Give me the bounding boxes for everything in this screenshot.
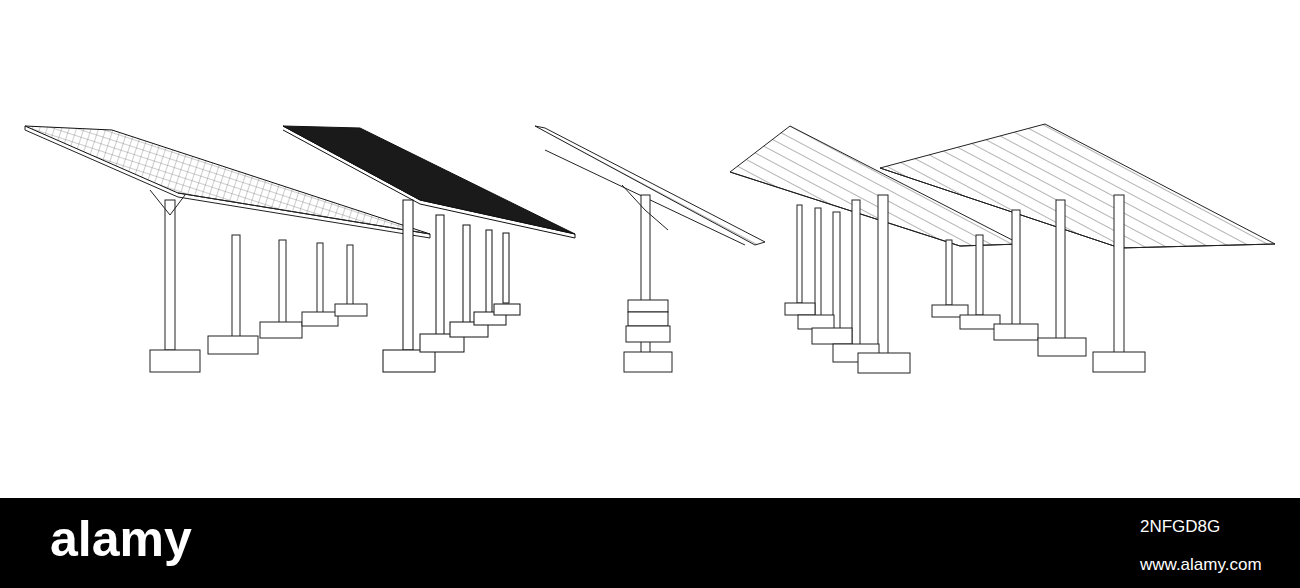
watermark-bar <box>0 498 1300 588</box>
carport-right <box>730 124 1275 373</box>
image-id: 2NFGD8G <box>1140 518 1220 535</box>
watermark-logo: alamy <box>50 514 192 564</box>
watermark-url: www.alamy.com <box>1140 556 1262 573</box>
carport-edge-view <box>535 126 765 372</box>
carport-dark <box>283 126 575 372</box>
